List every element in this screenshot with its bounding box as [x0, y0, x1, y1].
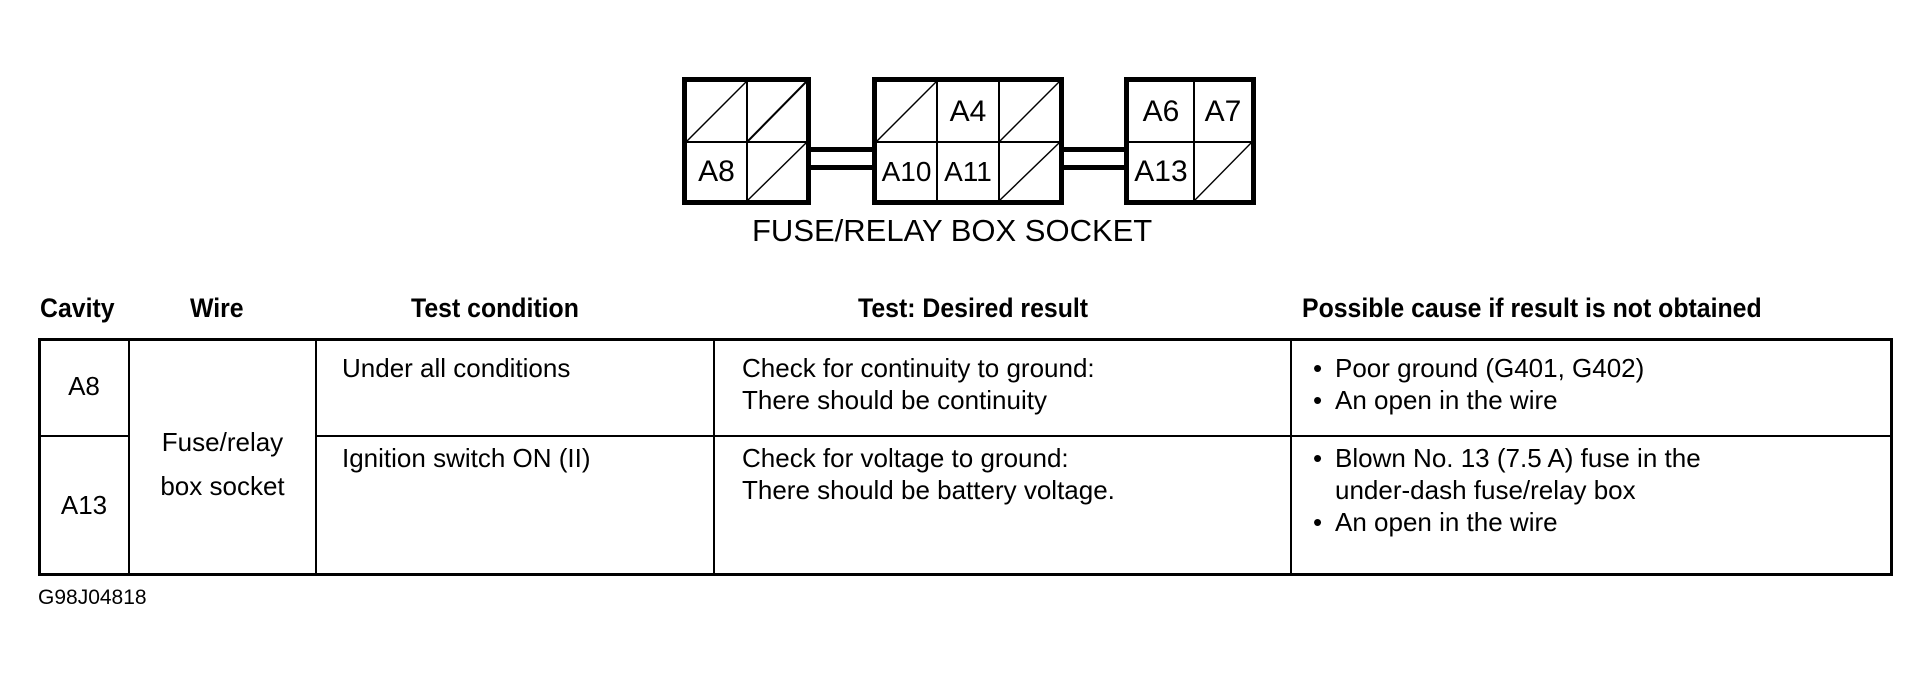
cavity-label: A6 — [1142, 94, 1180, 128]
row-divider — [38, 435, 129, 437]
result-line: Check for continuity to ground: — [742, 353, 1095, 383]
connector-middle: A4 A10 A11 — [872, 77, 1064, 205]
cavity-label: A4 — [949, 94, 987, 128]
table-row-a8-possible-causes: Poor ground (G401, G402) An open in the … — [1313, 352, 1644, 416]
table-row-a8-cavity: A8 — [68, 371, 100, 401]
table-row-a8-test-condition: Under all conditions — [342, 353, 571, 383]
column-divider — [713, 338, 715, 576]
header-test-condition: Test condition — [411, 293, 579, 323]
cavity-empty — [1000, 143, 1059, 200]
column-divider — [315, 338, 317, 576]
empty-cavity-diagonal-icon — [687, 82, 746, 141]
header-wire: Wire — [190, 293, 244, 323]
column-divider — [128, 338, 130, 576]
table-row-a13-cavity: A13 — [60, 490, 108, 520]
connector-link-line — [1064, 165, 1124, 170]
wire-line: Fuse/relay — [161, 427, 284, 457]
cavity-label: A10 — [881, 155, 932, 187]
empty-cavity-diagonal-icon — [1195, 143, 1251, 200]
row-divider — [315, 435, 1892, 437]
cavity-a11: A11 — [938, 143, 1000, 200]
empty-cavity-diagonal-icon — [1000, 82, 1059, 141]
cavity-a13: A13 — [1129, 143, 1195, 200]
header-cavity: Cavity — [40, 293, 115, 323]
cause-item-continuation: under-dash fuse/relay box — [1335, 475, 1636, 505]
result-line: There should be battery voltage. — [742, 475, 1115, 505]
cavity-label: A11 — [944, 155, 992, 187]
empty-cavity-diagonal-icon — [748, 143, 806, 200]
wire-line: box socket — [160, 471, 285, 501]
connector-left: A8 — [682, 77, 811, 205]
result-line: There should be continuity — [742, 385, 1047, 415]
connector-link-line — [1064, 147, 1124, 152]
table-row-a8-desired-result: Check for continuity to ground: There sh… — [742, 352, 1095, 416]
cause-item: An open in the wire — [1313, 384, 1644, 416]
figure-id: G98J04818 — [38, 586, 147, 609]
column-divider — [1290, 338, 1292, 576]
cavity-empty — [748, 82, 806, 143]
cavity-a8: A8 — [687, 143, 748, 200]
cavity-a7: A7 — [1195, 82, 1251, 143]
wire-cell: Fuse/relay box socket — [130, 420, 315, 508]
table-row-a13-test-condition: Ignition switch ON (II) — [342, 443, 591, 473]
cavity-empty — [687, 82, 748, 143]
cause-item: Blown No. 13 (7.5 A) fuse in the — [1313, 442, 1701, 474]
cavity-a4: A4 — [938, 82, 1000, 143]
empty-cavity-diagonal-icon — [1000, 143, 1059, 200]
cavity-label: A7 — [1204, 94, 1242, 128]
cavity-empty — [1195, 143, 1251, 200]
diagram-caption: FUSE/RELAY BOX SOCKET — [752, 213, 1153, 248]
header-desired-result: Test: Desired result — [858, 293, 1089, 323]
connector-link-line — [811, 165, 873, 170]
cavity-empty — [748, 143, 806, 200]
result-line: Check for voltage to ground: — [742, 443, 1069, 473]
cavity-label: A13 — [1134, 154, 1188, 188]
cause-item: Poor ground (G401, G402) — [1313, 352, 1644, 384]
cavity-a10: A10 — [877, 143, 938, 200]
cause-item: An open in the wire — [1313, 506, 1701, 538]
cavity-label: A8 — [698, 154, 735, 188]
table-row-a13-desired-result: Check for voltage to ground: There shoul… — [742, 442, 1115, 506]
table-row-a13-possible-causes: Blown No. 13 (7.5 A) fuse in the under-d… — [1313, 442, 1701, 538]
header-possible-cause: Possible cause if result is not obtained — [1302, 293, 1762, 323]
cavity-empty — [877, 82, 938, 143]
connector-link-line — [811, 147, 873, 152]
cavity-empty — [1000, 82, 1059, 143]
cavity-a6: A6 — [1129, 82, 1195, 143]
empty-cavity-diagonal-icon — [877, 82, 936, 141]
test-table — [38, 338, 1893, 576]
empty-cavity-diagonal-icon — [748, 82, 806, 141]
connector-right: A6 A7 A13 — [1124, 77, 1256, 205]
